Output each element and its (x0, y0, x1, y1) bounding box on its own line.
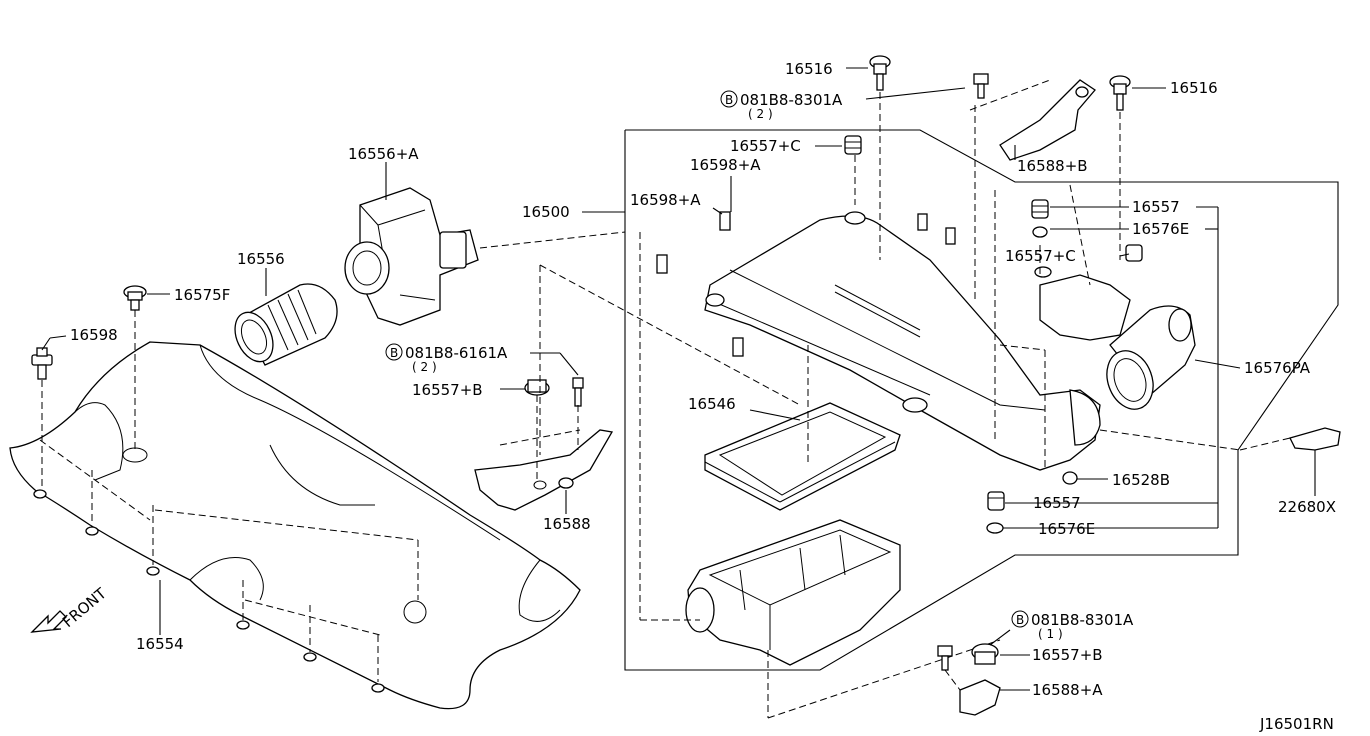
air-cleaner-lower (639, 232, 1001, 719)
callout-16598: 16598 (70, 326, 118, 344)
callout-qty-2: ( 2 ) (412, 360, 437, 374)
callout-qty: ( 2 ) (748, 107, 773, 121)
callout-16576PA: 16576PA (1244, 359, 1311, 377)
callout-16516-right: 16516 (1170, 79, 1218, 97)
callout-081B8-6161A: 081B8-6161A (405, 344, 508, 362)
labels: 16516 B 081B8-8301A ( 2 ) 16557+C 16598+… (70, 60, 1336, 733)
leader-lines (41, 67, 1316, 691)
callout-16576E-2: 16576E (1038, 520, 1095, 538)
resonator-16556A (344, 187, 479, 326)
bolt-081B8-8301A (973, 73, 989, 99)
bracket-16588 (474, 377, 614, 511)
air-filter-16546 (704, 345, 901, 511)
bolt-marker-icon (720, 90, 738, 108)
callout-16588: 16588 (543, 515, 591, 533)
callout-qty-3: ( 1 ) (1038, 627, 1063, 641)
bracket-16588A (944, 669, 1001, 716)
clip-16575F (123, 285, 147, 311)
bolt-bottom (937, 643, 999, 671)
callout-16557-2: 16557 (1033, 494, 1081, 512)
diagram-id: J16501RN (1259, 715, 1334, 733)
callout-16554: 16554 (136, 635, 184, 653)
bracket-16588B (969, 79, 1096, 440)
assembly-frame (624, 129, 1339, 671)
callout-16556A: 16556+A (348, 145, 419, 163)
callout-16557B-2: 16557+B (1032, 646, 1103, 664)
air-cleaner-upper (704, 211, 1101, 471)
callout-16528B: 16528B (1112, 471, 1170, 489)
callout-16516: 16516 (785, 60, 833, 78)
air-duct-16556 (234, 283, 338, 366)
grommet-16557-lower (986, 471, 1078, 534)
bolt-marker-icon-2 (385, 343, 403, 361)
callout-22680X: 22680X (1278, 498, 1336, 516)
hose-16576PA (1039, 274, 1196, 410)
front-arrow-icon (30, 610, 67, 633)
bolt-marker-3: B (1016, 613, 1024, 627)
callout-16588B: 16588+B (1017, 157, 1088, 175)
bolt-marker: B (725, 93, 733, 107)
callout-16588A: 16588+A (1032, 681, 1103, 699)
callout-16500: 16500 (522, 203, 570, 221)
clip-16598 (31, 347, 53, 380)
bolt-marker-icon-3 (1011, 610, 1029, 628)
bolt-16516-right (1109, 75, 1131, 260)
callout-16576E: 16576E (1132, 220, 1189, 238)
bolt-16516 (869, 55, 891, 260)
callout-16575F: 16575F (174, 286, 230, 304)
callout-16546: 16546 (688, 395, 736, 413)
callout-16557C: 16557+C (730, 137, 801, 155)
callout-16557B: 16557+B (412, 381, 483, 399)
clip-16598A (656, 211, 956, 357)
front-label: FRONT (59, 584, 110, 631)
bolt-marker-2: B (390, 346, 398, 360)
callout-16556: 16556 (237, 250, 285, 268)
callout-081B8-8301A: 081B8-8301A (740, 91, 843, 109)
callout-16557: 16557 (1132, 198, 1180, 216)
grommet-16557C (844, 135, 862, 155)
sensor-22680X (1099, 427, 1341, 451)
callout-16598A-2: 16598+A (630, 191, 701, 209)
grommet-16557 (1031, 199, 1143, 278)
engine-cover (9, 310, 581, 710)
dashed-guides (479, 155, 1091, 470)
callout-16557C-right: 16557+C (1005, 247, 1076, 265)
callout-16598A: 16598+A (690, 156, 761, 174)
callout-081B8-8301A-2: 081B8-8301A (1031, 611, 1134, 629)
